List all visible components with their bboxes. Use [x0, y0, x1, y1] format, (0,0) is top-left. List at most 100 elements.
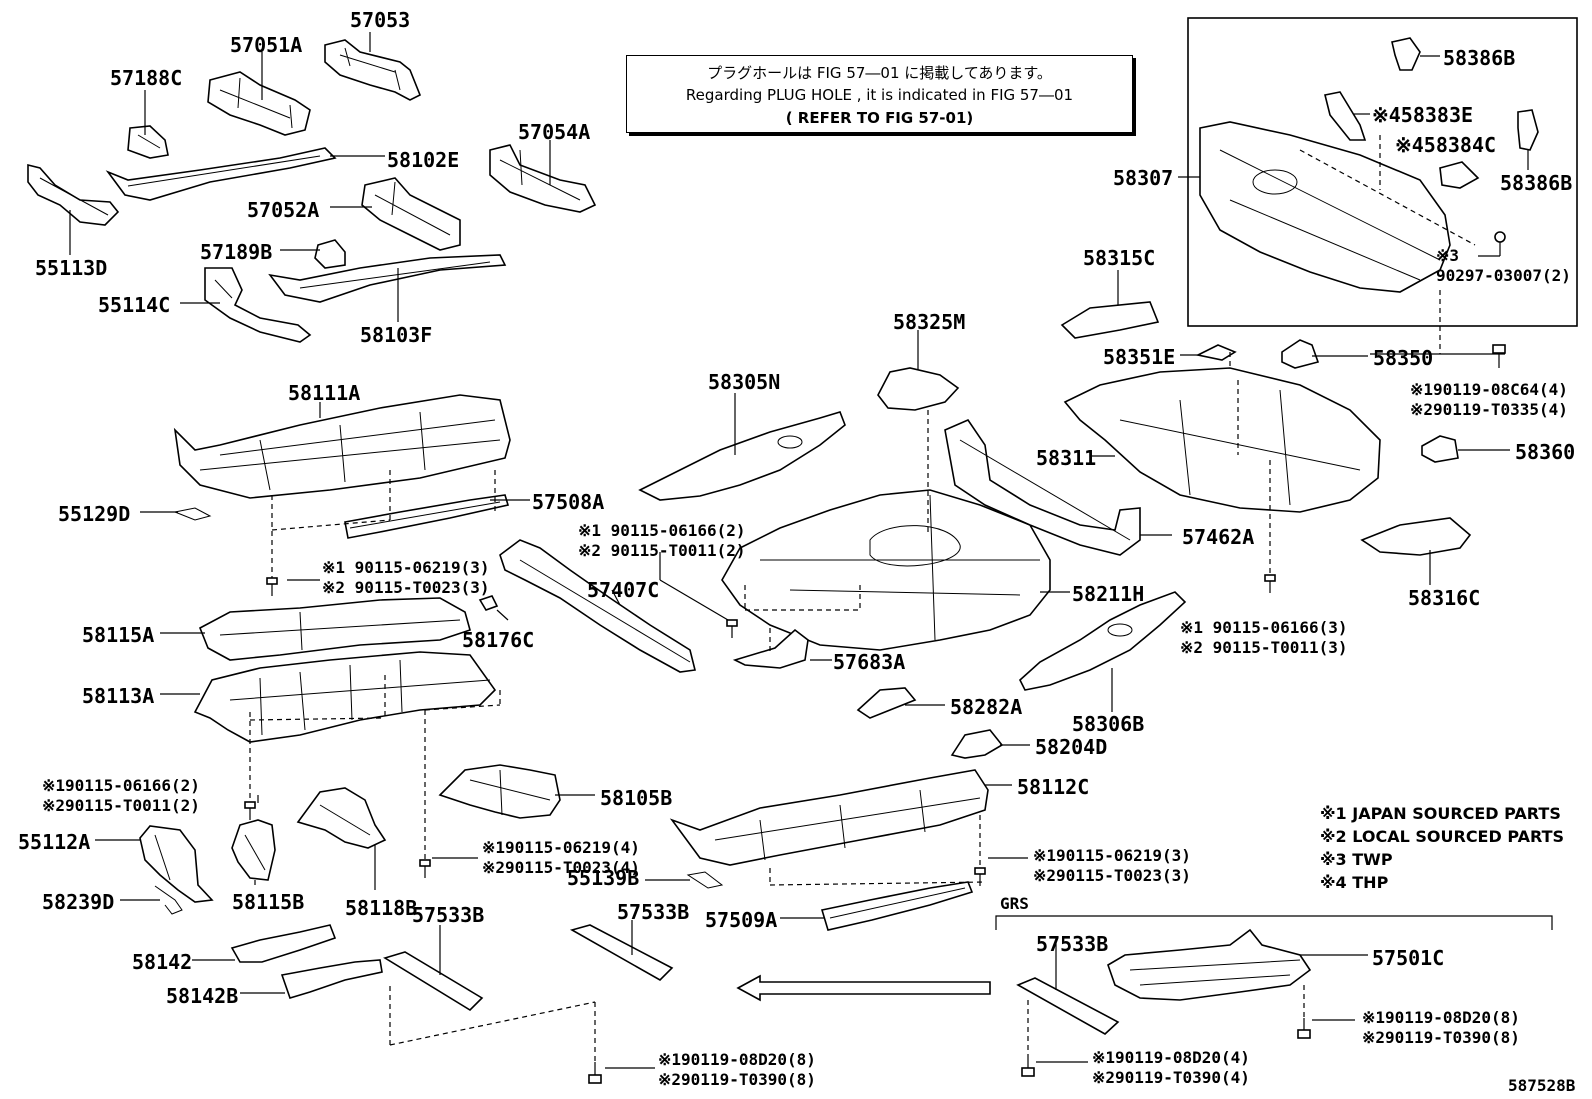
- fastener-1b: ※2 90115-T0023(3): [322, 578, 490, 597]
- part-58306B: [1019, 591, 1187, 691]
- label-58325M: 58325M: [893, 310, 966, 334]
- label-58384C: ※458384C: [1395, 133, 1497, 157]
- fastener-5b: ※290115-T0023(3): [1033, 866, 1191, 885]
- label-58350: 58350: [1373, 346, 1434, 370]
- part-57533B-right: [1016, 977, 1120, 1035]
- label-58204D: 58204D: [1035, 735, 1108, 759]
- label-58176C: 58176C: [462, 628, 535, 652]
- part-58386B-top: [1391, 37, 1421, 71]
- fastener-2b: ※2 90115-T0011(2): [578, 541, 746, 560]
- legend-twp: ※3 TWP: [1320, 850, 1393, 869]
- label-58115A: 58115A: [82, 623, 155, 647]
- figure-number: 587528B: [1508, 1076, 1576, 1095]
- label-57051A: 57051A: [230, 33, 303, 57]
- label-57508A: 57508A: [532, 490, 605, 514]
- label-58102E: 58102E: [387, 148, 460, 172]
- label-55129D: 55129D: [58, 502, 131, 526]
- label-57533B-left: 57533B: [412, 903, 485, 927]
- bolt: [1297, 1018, 1311, 1039]
- part-58282A: [856, 687, 917, 719]
- part-57051A: [207, 71, 311, 136]
- part-58115B: [231, 819, 276, 881]
- arrow-left: [736, 974, 991, 1002]
- part-58102E: [105, 147, 337, 201]
- part-58386B-right: [1517, 109, 1539, 151]
- part-58103F: [268, 254, 507, 303]
- bolt: [1492, 344, 1506, 368]
- label-58103F: 58103F: [360, 323, 433, 347]
- fastener-2a: ※1 90115-06166(2): [578, 521, 746, 540]
- fastener-6a: ※1 90115-06166(3): [1180, 618, 1348, 637]
- part-58111A: [173, 394, 511, 499]
- part-58115A: [198, 597, 471, 661]
- label-55112A: 55112A: [18, 830, 91, 854]
- label-57533B-right: 57533B: [1036, 932, 1109, 956]
- label-58360: 58360: [1515, 440, 1576, 464]
- leader-lines: [69, 32, 1529, 1069]
- part-58316C: [1360, 517, 1472, 556]
- fastener-10b: ※290119-T0390(8): [1362, 1028, 1520, 1047]
- part-55139B: [686, 871, 724, 889]
- part-58311: [1063, 367, 1381, 513]
- label-58311: 58311: [1036, 446, 1097, 470]
- fastener-9b: ※290119-T0390(4): [1092, 1068, 1250, 1087]
- bolt: [726, 619, 738, 638]
- part-57533B-left: [383, 951, 484, 1012]
- part-58384C: [1439, 161, 1480, 189]
- label-57189B: 57189B: [200, 240, 273, 264]
- part-90297-clip: [1494, 231, 1506, 256]
- label-58115B: 58115B: [232, 890, 305, 914]
- fastener-1a: ※1 90115-06219(3): [322, 558, 490, 577]
- part-57188C: [127, 125, 169, 159]
- part-55112A: [139, 825, 214, 903]
- label-55139B: 55139B: [567, 866, 640, 890]
- part-58204D: [950, 729, 1004, 759]
- fastener-4a: ※190115-06219(4): [482, 838, 640, 857]
- part-58113A: [193, 651, 497, 743]
- part-58142: [230, 924, 337, 963]
- label-58118B: 58118B: [345, 896, 418, 920]
- fastener-6b: ※2 90115-T0011(3): [1180, 638, 1348, 657]
- label-55113D: 55113D: [35, 256, 108, 280]
- part-58305N: [638, 411, 846, 501]
- plug-hole-note: プラグホールは FIG 57―01 に掲載してあります。 Regarding P…: [626, 55, 1133, 133]
- label-58386B-right: 58386B: [1500, 171, 1573, 195]
- fastener-8a: ※190119-08D20(8): [658, 1050, 816, 1069]
- fastener-8b: ※290119-T0390(8): [658, 1070, 816, 1089]
- label-90297-03007: 90297-03007(2): [1436, 266, 1571, 285]
- label-55114C: 55114C: [98, 293, 171, 317]
- label-57052A: 57052A: [247, 198, 320, 222]
- fastener-10a: ※190119-08D20(8): [1362, 1008, 1520, 1027]
- bolt: [244, 801, 256, 820]
- part-58105B: [438, 764, 561, 819]
- label-58142B: 58142B: [166, 984, 239, 1008]
- part-55114C: [204, 267, 312, 343]
- label-58111A: 58111A: [288, 381, 361, 405]
- legend-local-sourced: ※2 LOCAL SOURCED PARTS: [1320, 827, 1565, 846]
- fastener-3b: ※290115-T0011(2): [42, 796, 200, 815]
- label-58306B: 58306B: [1072, 712, 1145, 736]
- bolt: [266, 577, 278, 596]
- part-58350: [1281, 339, 1320, 369]
- part-57533B-mid: [569, 924, 674, 981]
- fastener-9a: ※190119-08D20(4): [1092, 1048, 1250, 1067]
- part-57501C: [1107, 928, 1312, 1001]
- label-58211H: 58211H: [1072, 582, 1145, 606]
- label-57407C: 57407C: [587, 578, 660, 602]
- bolt: [419, 859, 431, 878]
- label-57533B-mid: 57533B: [617, 900, 690, 924]
- part-57462A: [944, 419, 1141, 556]
- part-58239D: [154, 885, 183, 915]
- label-grs: GRS: [1000, 894, 1029, 913]
- bolt: [588, 1062, 602, 1084]
- label-58112C: 58112C: [1017, 775, 1090, 799]
- bolt: [1021, 1055, 1035, 1077]
- part-58383E: [1324, 91, 1367, 141]
- label-58351E: 58351E: [1103, 345, 1176, 369]
- legend-thp: ※4 THP: [1320, 873, 1389, 892]
- part-58112C: [669, 769, 989, 866]
- label-57054A: 57054A: [518, 120, 591, 144]
- legend-japan-sourced: ※1 JAPAN SOURCED PARTS: [1320, 804, 1561, 823]
- label-58113A: 58113A: [82, 684, 155, 708]
